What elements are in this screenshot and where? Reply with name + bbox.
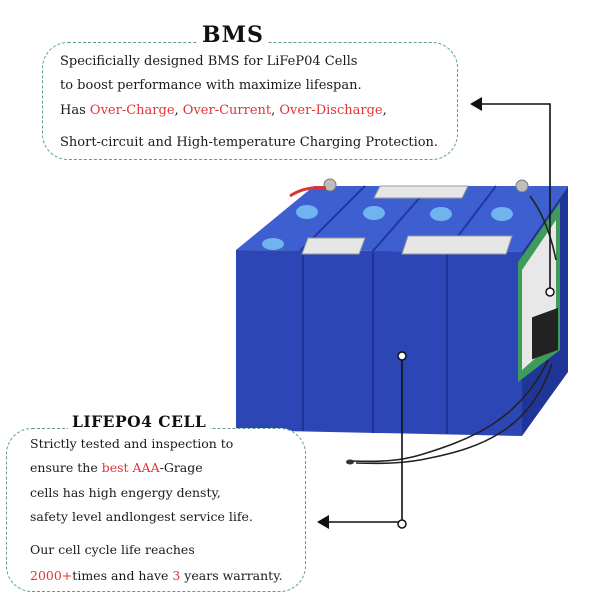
cell-line-1: Strictly tested and inspection to <box>30 436 234 451</box>
battery-front-face <box>236 250 522 436</box>
cell-callout-box <box>6 428 306 592</box>
terminal-bolt <box>515 179 529 193</box>
cycle-count-highlight: 2000+ <box>30 568 73 583</box>
bms-line-3: Has Over-Charge, Over-Current, Over-Disc… <box>60 104 387 117</box>
bms-line-3-prefix: Has <box>60 103 90 118</box>
cell-pointer-end-dot <box>397 519 407 529</box>
vent-oval <box>262 238 284 250</box>
terminal-bolt <box>323 178 337 192</box>
arrow-left-icon <box>317 515 329 529</box>
cell-line-2-prefix: ensure the <box>30 460 102 475</box>
separator: , <box>174 103 183 118</box>
bms-connector <box>532 307 558 360</box>
bms-pointer-dot <box>545 287 555 297</box>
cell-line-6: 2000+times and have 3 years warranty. <box>30 568 283 583</box>
cell-line-2-suffix: -Grage <box>159 460 203 475</box>
vent-oval <box>363 206 385 220</box>
cell-line-4: safety level andlongest service life. <box>30 509 253 524</box>
over-discharge-highlight: Over-Discharge <box>279 103 383 118</box>
arrow-left-icon <box>470 97 482 111</box>
red-wire <box>289 186 327 198</box>
over-current-highlight: Over-Current <box>182 103 272 118</box>
cell-line-3: cells has high engergy densty, <box>30 485 221 500</box>
bms-line-3-suffix: , <box>382 103 387 118</box>
vent-oval <box>491 207 513 221</box>
vent-oval <box>296 205 318 219</box>
bms-line-1: Specificially designed BMS for LiFeP04 C… <box>60 54 358 69</box>
cell-pointer-dot <box>397 351 407 361</box>
separator: , <box>271 103 280 118</box>
bms-title: BMS <box>198 22 268 48</box>
bms-line-2: to boost performance with maximize lifes… <box>60 78 362 93</box>
bus-bar <box>401 235 513 255</box>
bus-bar <box>301 237 366 255</box>
warranty-years-highlight: 3 <box>172 568 181 583</box>
cell-line-6-mid: times and have <box>72 568 173 583</box>
cell-line-5: Our cell cycle life reaches <box>30 542 195 557</box>
cell-line-2: ensure the best AAA-Grage <box>30 460 203 475</box>
cell-line-6-suffix: years warranty. <box>180 568 283 583</box>
bus-bar <box>373 185 469 199</box>
bms-line-4: Short-circuit and High-temperature Charg… <box>60 135 439 150</box>
cell-title: LIFEPO4 CELL <box>68 412 211 431</box>
bms-pointer-line <box>480 103 551 288</box>
vent-oval <box>430 207 452 221</box>
best-aaa-highlight: best AAA <box>101 460 160 475</box>
over-charge-highlight: Over-Charge <box>89 103 175 118</box>
